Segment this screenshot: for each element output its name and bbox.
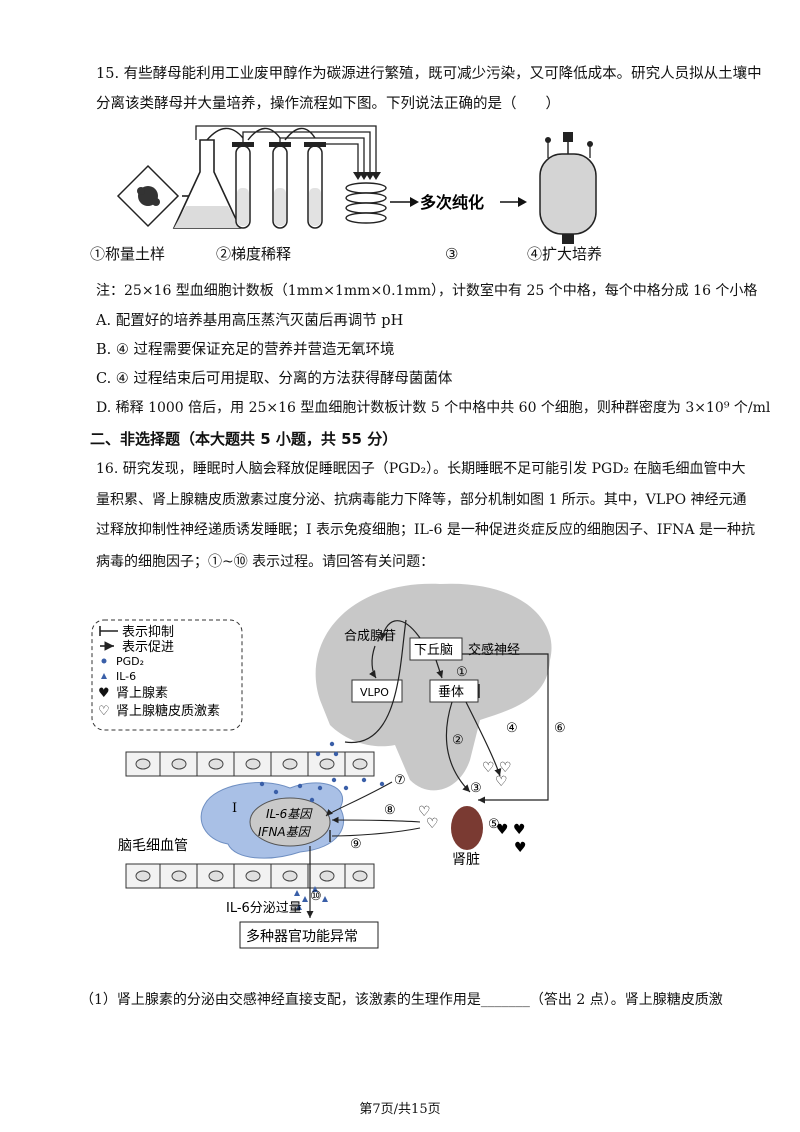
- label-vlpo: VLPO: [360, 686, 389, 699]
- label-ifna-gene: IFNA基因: [258, 825, 312, 839]
- q15-stem-line2: 分离该类酵母并大量培养，操作流程如下图。下列说法正确的是（ ）: [96, 96, 560, 112]
- q15-note: 注：25×16 型血细胞计数板（1mm×1mm×0.1mm），计数室中有 25 …: [96, 283, 758, 299]
- test-tube-icons: [232, 142, 326, 229]
- soil-sample-icon: [116, 164, 180, 228]
- organ-failure-box: [239, 921, 379, 949]
- step-9: ⑨: [350, 837, 362, 852]
- q15-step1-label: ①称量土样: [90, 245, 166, 263]
- corticoid-hearts: ♡ ♡: [482, 760, 512, 776]
- q16-line2: 量积累、肾上腺糖皮质激素过度分泌、抗病毒能力下降等，部分机制如图 1 所示。其中…: [96, 492, 747, 508]
- q16-line1: 16. 研究发现，睡眠时人脑会释放促睡眠因子（PGD₂）。长期睡眠不足可能引发 …: [96, 461, 746, 477]
- legend-box: [91, 619, 243, 731]
- q15-option-b: B. ④ 过程需要保证充足的营养并营造无氧环境: [96, 342, 395, 358]
- figure1-mechanism-diagram: 表示抑制 表示促进 PGD₂ IL-6 ♥ 肾上腺素 ♡ 肾上腺糖皮质激素 合成…: [91, 583, 566, 949]
- q15-step4-label: ④扩大培养: [527, 245, 603, 263]
- step-5: ⑤: [488, 817, 500, 832]
- step-8: ⑧: [384, 803, 396, 818]
- nucleus: [249, 797, 331, 847]
- legend-corticoid-icon: ♡: [98, 704, 110, 719]
- legend-promote: 表示促进: [122, 640, 174, 655]
- corticoid-hearts-2: ♡: [495, 774, 508, 790]
- legend-pgd2: PGD₂: [116, 655, 144, 668]
- petri-dish-icons: [345, 182, 387, 224]
- step-3: ③: [470, 781, 482, 796]
- pgd2-dots: [259, 741, 385, 803]
- adrenaline-hearts-2: ♥: [514, 840, 527, 856]
- step-6: ⑥: [554, 721, 566, 736]
- legend-corticoid: 肾上腺糖皮质激素: [116, 703, 220, 719]
- fermenter-icon: [539, 132, 597, 244]
- adrenaline-hearts: ♥ ♥: [496, 822, 526, 838]
- q15-option-d: D. 稀释 1000 倍后，用 25×16 型血细胞计数板计数 5 个中格中共 …: [96, 400, 771, 416]
- q15-stem-line1: 15. 有些酵母能利用工业废甲醇作为碳源进行繁殖，既可减少污染，又可降低成本。研…: [96, 66, 762, 82]
- q15-process-diagram: 多次纯化: [116, 125, 597, 244]
- step-2: ②: [452, 733, 464, 748]
- pituitary-box: [429, 679, 479, 703]
- label-immune-cell: I: [232, 801, 237, 816]
- flask-icon: [172, 139, 242, 229]
- vlpo-box: [351, 679, 403, 703]
- legend-il6: IL-6: [116, 670, 136, 683]
- q16-line3: 过释放抑制性神经递质诱发睡眠；I 表示免疫细胞；IL-6 是一种促进炎症反应的细…: [96, 522, 755, 538]
- corticoid-hearts-3: ♡: [418, 804, 431, 820]
- section2-title: 二、非选择题（本大题共 5 小题，共 55 分）: [90, 430, 398, 448]
- q15-option-a: A. 配置好的培养基用高压蒸汽灭菌后再调节 pH: [96, 313, 404, 329]
- step-7: ⑦: [394, 773, 406, 788]
- label-organ-failure: 多种器官功能异常: [246, 928, 358, 945]
- label-hypothalamus: 下丘脑: [414, 643, 453, 658]
- label-il6-gene: IL-6基因: [266, 807, 313, 821]
- corticoid-hearts-4: ♡: [426, 816, 439, 832]
- legend-adrenaline-icon: ♥: [98, 686, 110, 701]
- legend-adrenaline: 肾上腺素: [116, 686, 168, 701]
- label-il6-excess: IL-6分泌过量: [226, 901, 302, 916]
- page-footer: 第7页/共15页: [359, 1102, 441, 1117]
- step-4: ④: [506, 721, 518, 736]
- capillary-wall-top: [125, 751, 375, 777]
- q15-step2-label: ②梯度稀释: [216, 245, 292, 263]
- capillary-wall-bottom: [125, 863, 375, 889]
- q15-option-c: C. ④ 过程结束后可用提取、分离的方法获得酵母菌菌体: [96, 371, 453, 387]
- il6-triangles: [294, 886, 328, 910]
- q16-sub-question-1: （1）肾上腺素的分泌由交感神经直接支配，该激素的生理作用是_______（答出 …: [80, 992, 723, 1008]
- label-adenosine: 合成腺苷: [344, 629, 396, 644]
- step-10: ⑩: [310, 889, 322, 904]
- kidney-shape: [451, 806, 483, 850]
- label-capillary: 脑毛细血管: [118, 838, 188, 854]
- legend-inhibit: 表示抑制: [122, 625, 174, 640]
- q16-line4: 病毒的细胞因子；①~⑩ 表示过程。请回答有关问题：: [96, 554, 435, 570]
- label-pituitary: 垂体: [438, 685, 464, 700]
- q15-step3-label: ③: [445, 245, 459, 263]
- purify-label: 多次纯化: [420, 193, 484, 212]
- label-kidney: 肾脏: [452, 852, 480, 868]
- step-1: ①: [456, 665, 468, 680]
- label-sympathetic: 交感神经: [468, 642, 520, 658]
